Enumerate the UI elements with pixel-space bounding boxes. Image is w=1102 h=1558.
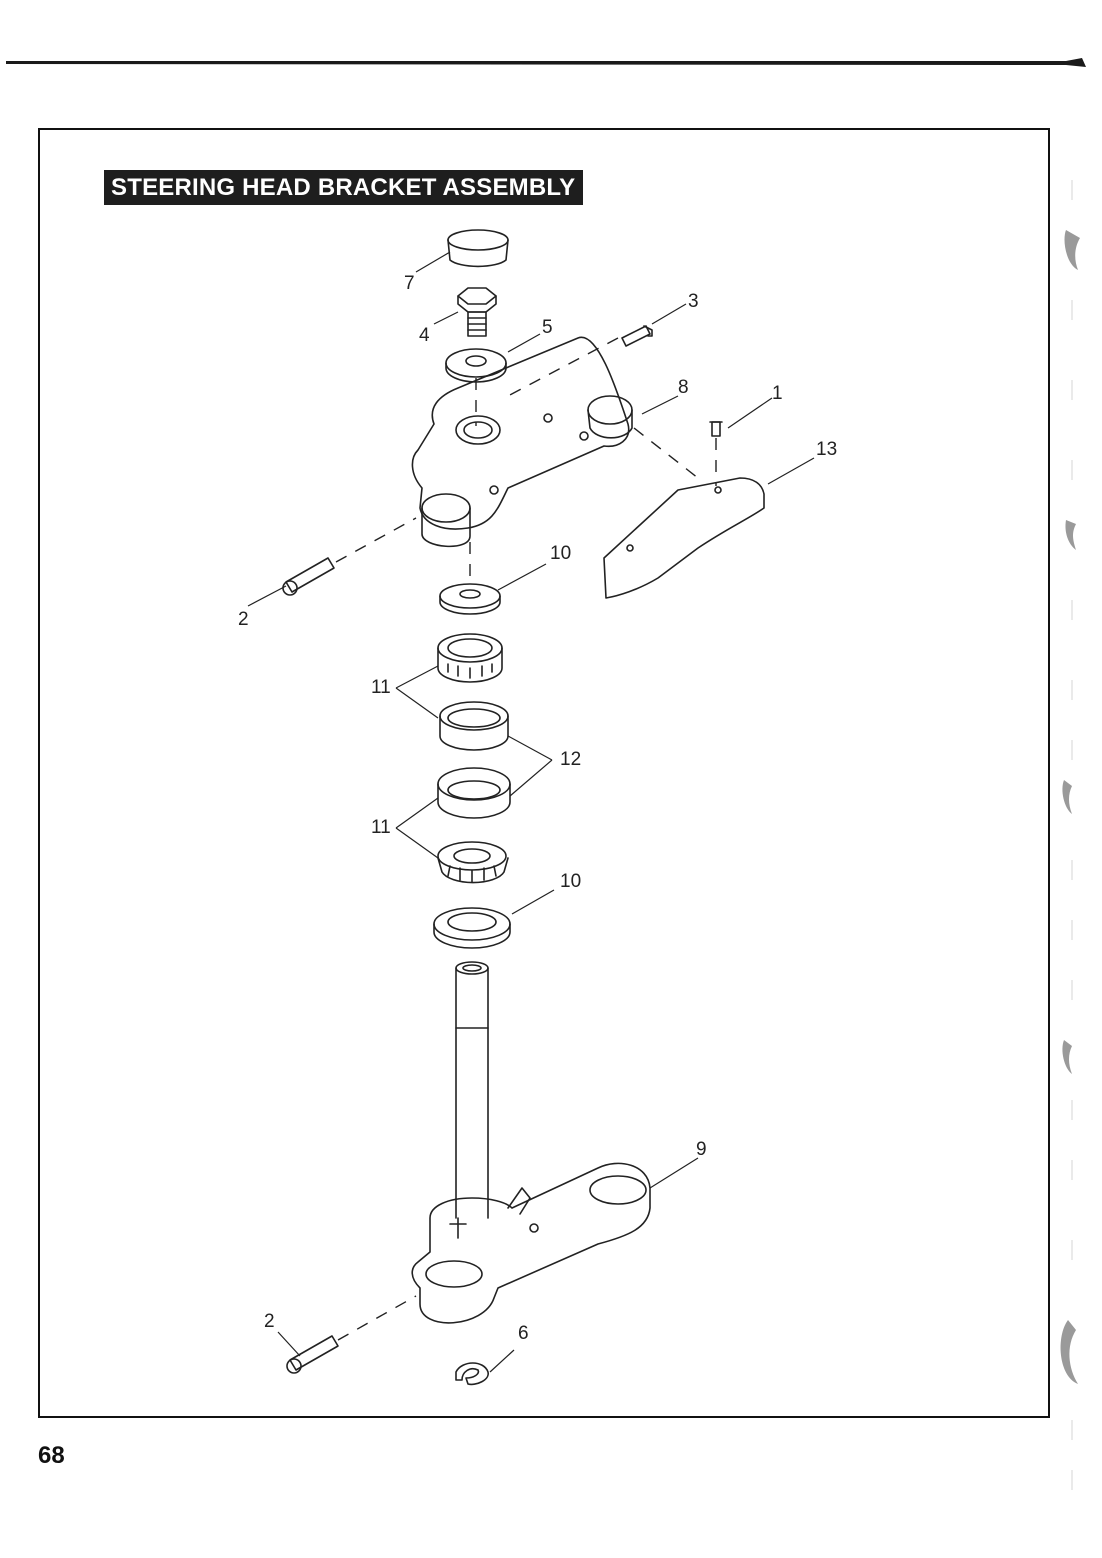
screw-part xyxy=(709,421,723,437)
pinch-bolt-part-upper xyxy=(282,557,335,596)
washer-part xyxy=(445,348,507,383)
race-part-lower xyxy=(437,767,511,819)
callout-10-upper: 10 xyxy=(550,543,572,564)
callout-13: 13 xyxy=(816,439,838,460)
pinch-bolt-part-lower xyxy=(286,1335,339,1374)
top-rule xyxy=(6,58,1086,67)
cap-part xyxy=(447,229,509,268)
lower-bracket-part xyxy=(411,1162,651,1324)
callout-11-lower: 11 xyxy=(371,817,391,838)
callout-1: 1 xyxy=(772,383,783,404)
callout-9: 9 xyxy=(696,1139,707,1160)
bolt-part xyxy=(457,287,497,337)
callout-2-lower: 2 xyxy=(264,1311,275,1332)
page-title: STEERING HEAD BRACKET ASSEMBLY xyxy=(104,170,584,205)
exploded-diagram xyxy=(38,128,1050,1418)
callout-6: 6 xyxy=(518,1323,529,1344)
callout-2-upper: 2 xyxy=(238,609,249,630)
callout-10-lower: 10 xyxy=(560,871,582,892)
upper-bracket-part xyxy=(411,336,633,548)
seal-washer-part-lower xyxy=(433,907,511,949)
bearing-part-lower xyxy=(437,841,509,884)
callout-4: 4 xyxy=(419,325,430,346)
callout-11-upper: 11 xyxy=(371,677,391,698)
bearing-part-upper xyxy=(437,633,503,683)
callout-3: 3 xyxy=(688,291,699,312)
pin-part xyxy=(621,325,653,347)
binding-holes xyxy=(1060,180,1080,1490)
clip-part xyxy=(455,1362,489,1386)
seal-washer-part xyxy=(439,583,501,615)
steering-stem-part xyxy=(455,961,489,1219)
callout-12: 12 xyxy=(560,749,582,770)
callout-5: 5 xyxy=(542,317,553,338)
callout-8: 8 xyxy=(678,377,689,398)
plate-part xyxy=(603,477,765,599)
figure-frame: STEERING HEAD BRACKET ASSEMBLY 7 4 5 3 8… xyxy=(38,128,1050,1418)
page-number: 68 xyxy=(38,1442,65,1469)
race-part-upper xyxy=(439,701,509,751)
callout-7: 7 xyxy=(404,273,415,294)
